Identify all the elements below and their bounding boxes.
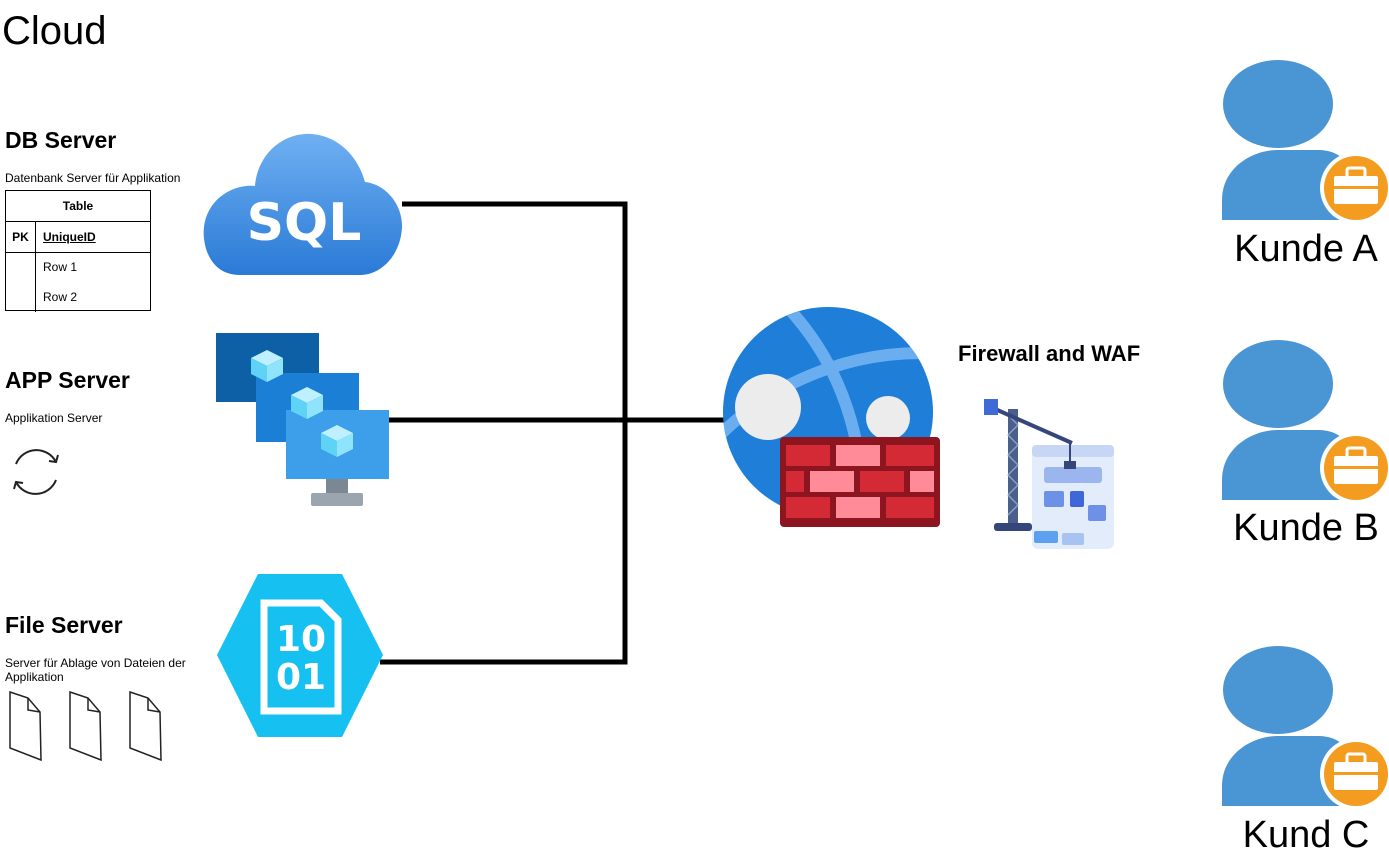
db-table: Table PK UniqueID Row 1 Row 2 [5,190,151,312]
file-server-title: File Server [5,612,123,638]
customer-b-icon [1222,340,1389,504]
file-storage-icon: 10 01 [217,574,383,737]
document-icon [9,690,42,762]
db-server-title: DB Server [5,127,117,153]
customer-c-icon [1222,646,1389,810]
briefcase-icon [1334,446,1378,484]
waf-illustration-icon [984,399,1114,549]
app-server-description: Applikation Server [5,411,103,425]
sql-cloud-icon: SQL [203,133,403,275]
table-row: Row 2 [43,290,78,304]
firewall-icon [780,437,940,527]
app-server-title: APP Server [5,367,130,393]
document-icon [69,690,102,762]
web-gateway-icon [723,307,940,527]
briefcase-icon [1334,752,1378,790]
document-icons [9,690,162,762]
db-server-description: Datenbank Server für Applikation [5,171,181,185]
firewall-label: Firewall and WAF [958,341,1141,366]
page-title: Cloud [2,9,107,53]
customer-a-label: Kunde A [1234,228,1378,270]
file-server-description: Server für Ablage von Dateien der Applik… [5,656,186,684]
customer-c-label: Kund C [1242,814,1370,856]
sql-icon-text: SQL [247,193,362,253]
customer-b-label: Kunde B [1233,507,1379,549]
table-row: Row 1 [43,260,78,274]
customer-a-icon [1222,60,1389,224]
db-connector [380,201,628,665]
document-icon [129,690,162,762]
table-pk-column: UniqueID [43,230,96,244]
briefcase-icon [1334,166,1378,204]
refresh-icon [13,449,59,495]
cube-icon [251,350,283,382]
table-pk-label: PK [6,222,36,252]
vm-stack-icon [216,333,389,506]
binary-text-top: 10 [276,619,326,660]
table-name: Table [6,191,150,222]
binary-text-bottom: 01 [276,657,326,698]
